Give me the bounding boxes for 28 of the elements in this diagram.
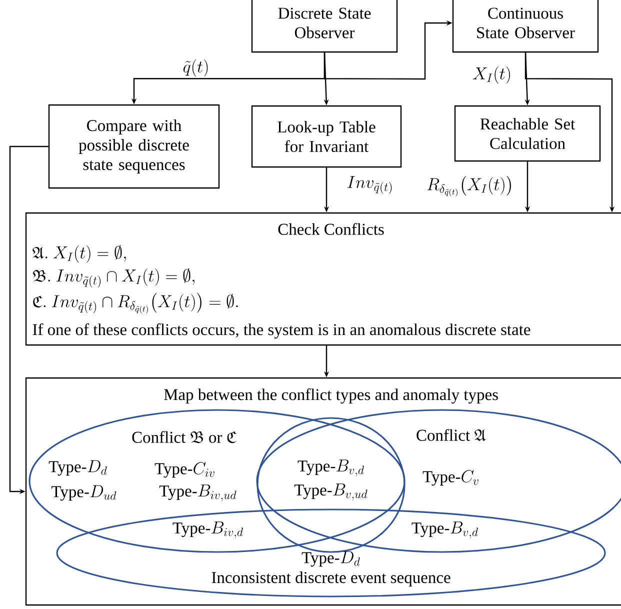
set-label: $\text{Conflict }\mathfrak{B}\text{ or }\mathfrak{C}$ (132, 431, 236, 444)
type-label: $\text{Type-}B_{v,d}$ (298, 460, 364, 476)
panel-heading: Check Conflicts (278, 223, 384, 235)
type-label: $\text{Type-}D_d$ (302, 551, 360, 567)
condition-formula: $\mathfrak{A}.\ X_I(t)=\emptyset,$ (32, 244, 126, 263)
process-box: Reachable Set Calculation (454, 105, 601, 162)
process-box: Look-up Table for Invariant (251, 105, 402, 168)
type-label: $\text{Type-}D_d$ (48, 460, 107, 476)
type-label: $\text{Type-}B_{v,ud}$ (294, 484, 368, 500)
set-label: $\text{Conflict }\mathfrak{A}$ (416, 429, 486, 442)
process-box: Discrete State Observer (251, 0, 398, 53)
edge-label: $X_I(t)$ (472, 65, 513, 85)
process-box: Compare with possible discrete state sequences (48, 104, 220, 189)
condition-formula: $\mathfrak{B}.\ Inv_{\tilde{q}(t)}\cap X_I(t)=\emptyset,$ (33, 268, 194, 288)
type-label: $\text{Type-}C_v$ (422, 470, 478, 486)
type-label: $\text{Type-}C_{iv}$ (154, 462, 214, 478)
type-label: $\text{Type-}B_{iv,ud}$ (159, 484, 236, 502)
edge-label: $Inv_{\tilde{q}(t)}$ (346, 175, 394, 195)
condition-formula: $\mathfrak{C}.\ Inv_{\tilde{q}(t)}\cap R_{\delta_{\tilde{q}(t)}}\big(X_I(t)\big)=\emptyset.$ (33, 292, 238, 314)
process-box: Continuous State Observer (452, 0, 599, 53)
type-label: $\text{Type-}B_{iv,d}$ (172, 522, 243, 538)
note-text: If one of these conflicts occurs, the system is in an anomalous discrete state (32, 323, 530, 339)
edge-label: $\tilde{q}(t)$ (182, 58, 210, 78)
panel-heading: Map between the conflict types and anomaly types (164, 388, 498, 404)
type-label: $\text{Type-}D_{ud}$ (52, 485, 116, 501)
set-label: Inconsistent discrete event sequence (212, 572, 450, 586)
type-label: $\text{Type-}B_{v,d}$ (412, 522, 478, 538)
edge-label: $R_{\delta_{\tilde{q}(t)}}\big(X_I(t)\big)$ (426, 174, 514, 198)
